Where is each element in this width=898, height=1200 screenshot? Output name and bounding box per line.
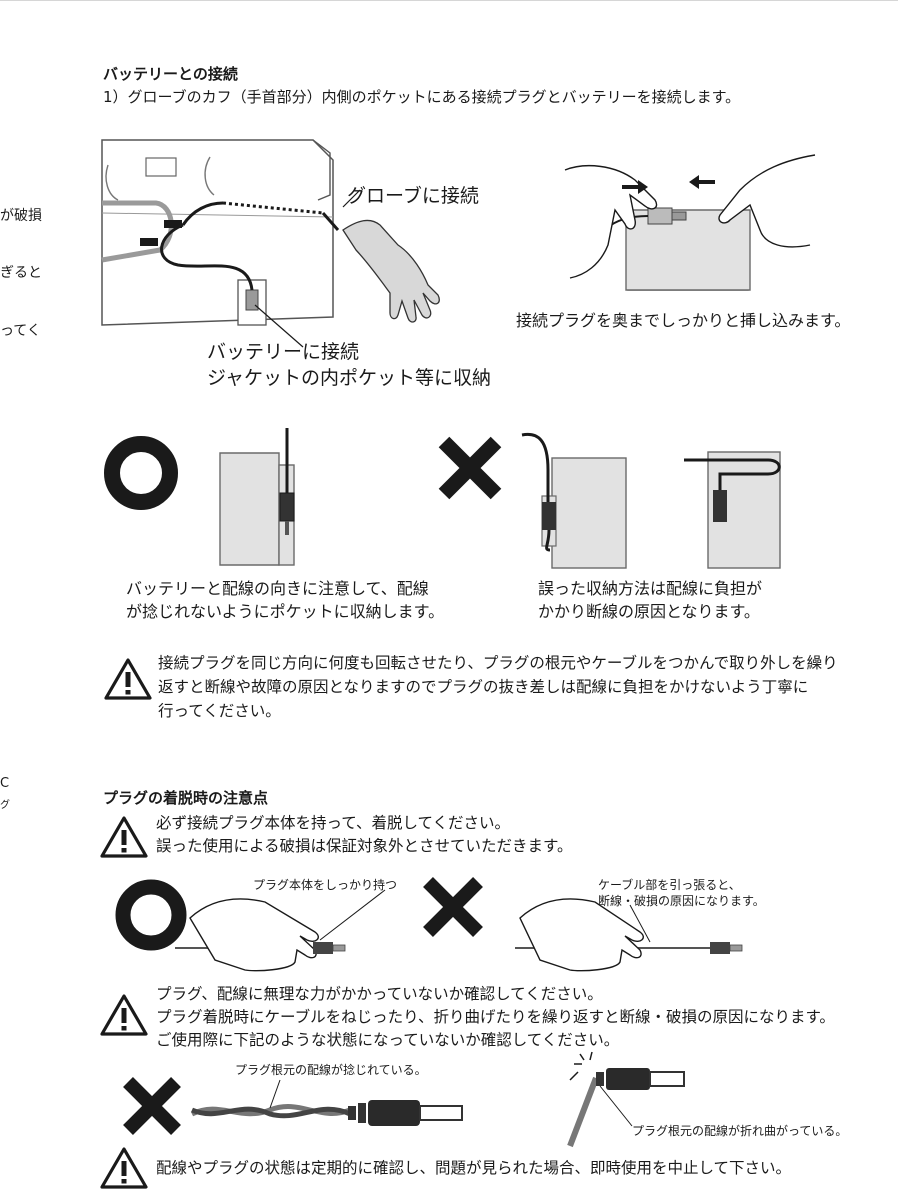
warning-no-force-1: プラグ、配線に無理な力がかかっていないか確認してください。 (156, 985, 603, 1003)
wrong-mark-icon (123, 1077, 181, 1135)
caption-correct-storage-2: が捻じれないようにポケットに収納します。 (126, 602, 445, 621)
warning-icon (100, 1147, 148, 1189)
callout-glove-connect: グローブに接続 (347, 185, 479, 207)
left-fragment: ぎると (0, 265, 42, 281)
step-1-text: 1）グローブのカフ（手首部分）内側のポケットにある接続プラグとバッテリーを接続し… (103, 88, 741, 106)
wrong-mark-icon (438, 436, 502, 500)
correct-grip-illustration (115, 879, 386, 972)
warning-plug-rotation-2: 返すと断線や故障の原因となりますのでプラグの抜き差しは配線に負担をかけないよう丁… (158, 678, 809, 696)
warning-hold-plug-1: 必ず接続プラグ本体を持って、着脱してください。 (156, 814, 511, 832)
warning-icon (100, 994, 148, 1036)
jacket-glove-illustration (101, 139, 440, 348)
left-fragment: グ (0, 800, 10, 811)
correct-storage-illustration (104, 428, 295, 566)
callout-battery-connect: バッテリーに接続 (207, 341, 360, 363)
wrong-storage-illustration (438, 432, 781, 569)
warning-no-force-2: プラグ着脱時にケーブルをねじったり、折り曲げたりを繰り返すと断線・破損の原因にな… (156, 1008, 835, 1026)
correct-mark-icon (115, 879, 187, 951)
warning-no-force-3: ご使用際に下記のような状態になっていないか確認してください。 (156, 1031, 620, 1049)
label-hold-plug-body: プラグ本体をしっかり持つ (253, 878, 398, 892)
caption-wrong-storage-2: かかり断線の原因となります。 (538, 602, 760, 621)
caption-correct-storage-1: バッテリーと配線の向きに注意して、配線 (126, 579, 429, 598)
label-pull-cable-2: 断線・破損の原因になります。 (598, 894, 765, 908)
caption-wrong-storage-1: 誤った収納方法は配線に負担が (538, 579, 763, 598)
warning-periodic-check: 配線やプラグの状態は定期的に確認し、問題が見られた場合、即時使用を中止して下さい… (156, 1159, 792, 1177)
warning-icon (104, 658, 152, 700)
section-title-battery-connection: バッテリーとの接続 (103, 65, 238, 83)
wrong-mark-icon (423, 877, 483, 937)
callout-inner-pocket: ジャケットの内ポケット等に収納 (207, 367, 492, 389)
warning-plug-rotation-1: 接続プラグを同じ方向に何度も回転させたり、プラグの根元やケーブルをつかんで取り外… (158, 654, 838, 672)
bent-cable-illustration (567, 1051, 685, 1148)
correct-mark-icon (104, 436, 178, 510)
label-pull-cable-1: ケーブル部を引っ張ると、 (598, 878, 741, 892)
wrong-grip-illustration (423, 877, 743, 972)
left-fragment: C (0, 776, 10, 791)
left-fragment: ってく (0, 323, 41, 339)
top-divider (0, 0, 898, 1)
warning-plug-rotation-3: 行ってください。 (158, 702, 281, 720)
label-twisted-wire: プラグ根元の配線が捻じれている。 (235, 1063, 427, 1077)
twisted-cable-illustration (123, 1077, 463, 1135)
warning-hold-plug-2: 誤った使用による破損は保証対象外とさせていただきます。 (156, 837, 573, 855)
caption-insert-plug: 接続プラグを奥までしっかりと挿し込みます。 (516, 311, 851, 330)
section-title-plug-precautions: プラグの着脱時の注意点 (103, 789, 269, 807)
insert-plug-illustration (564, 154, 816, 291)
label-bent-wire: プラグ根元の配線が折れ曲がっている。 (632, 1124, 848, 1138)
left-fragment: が破損 (0, 208, 42, 224)
warning-icon (100, 816, 148, 858)
